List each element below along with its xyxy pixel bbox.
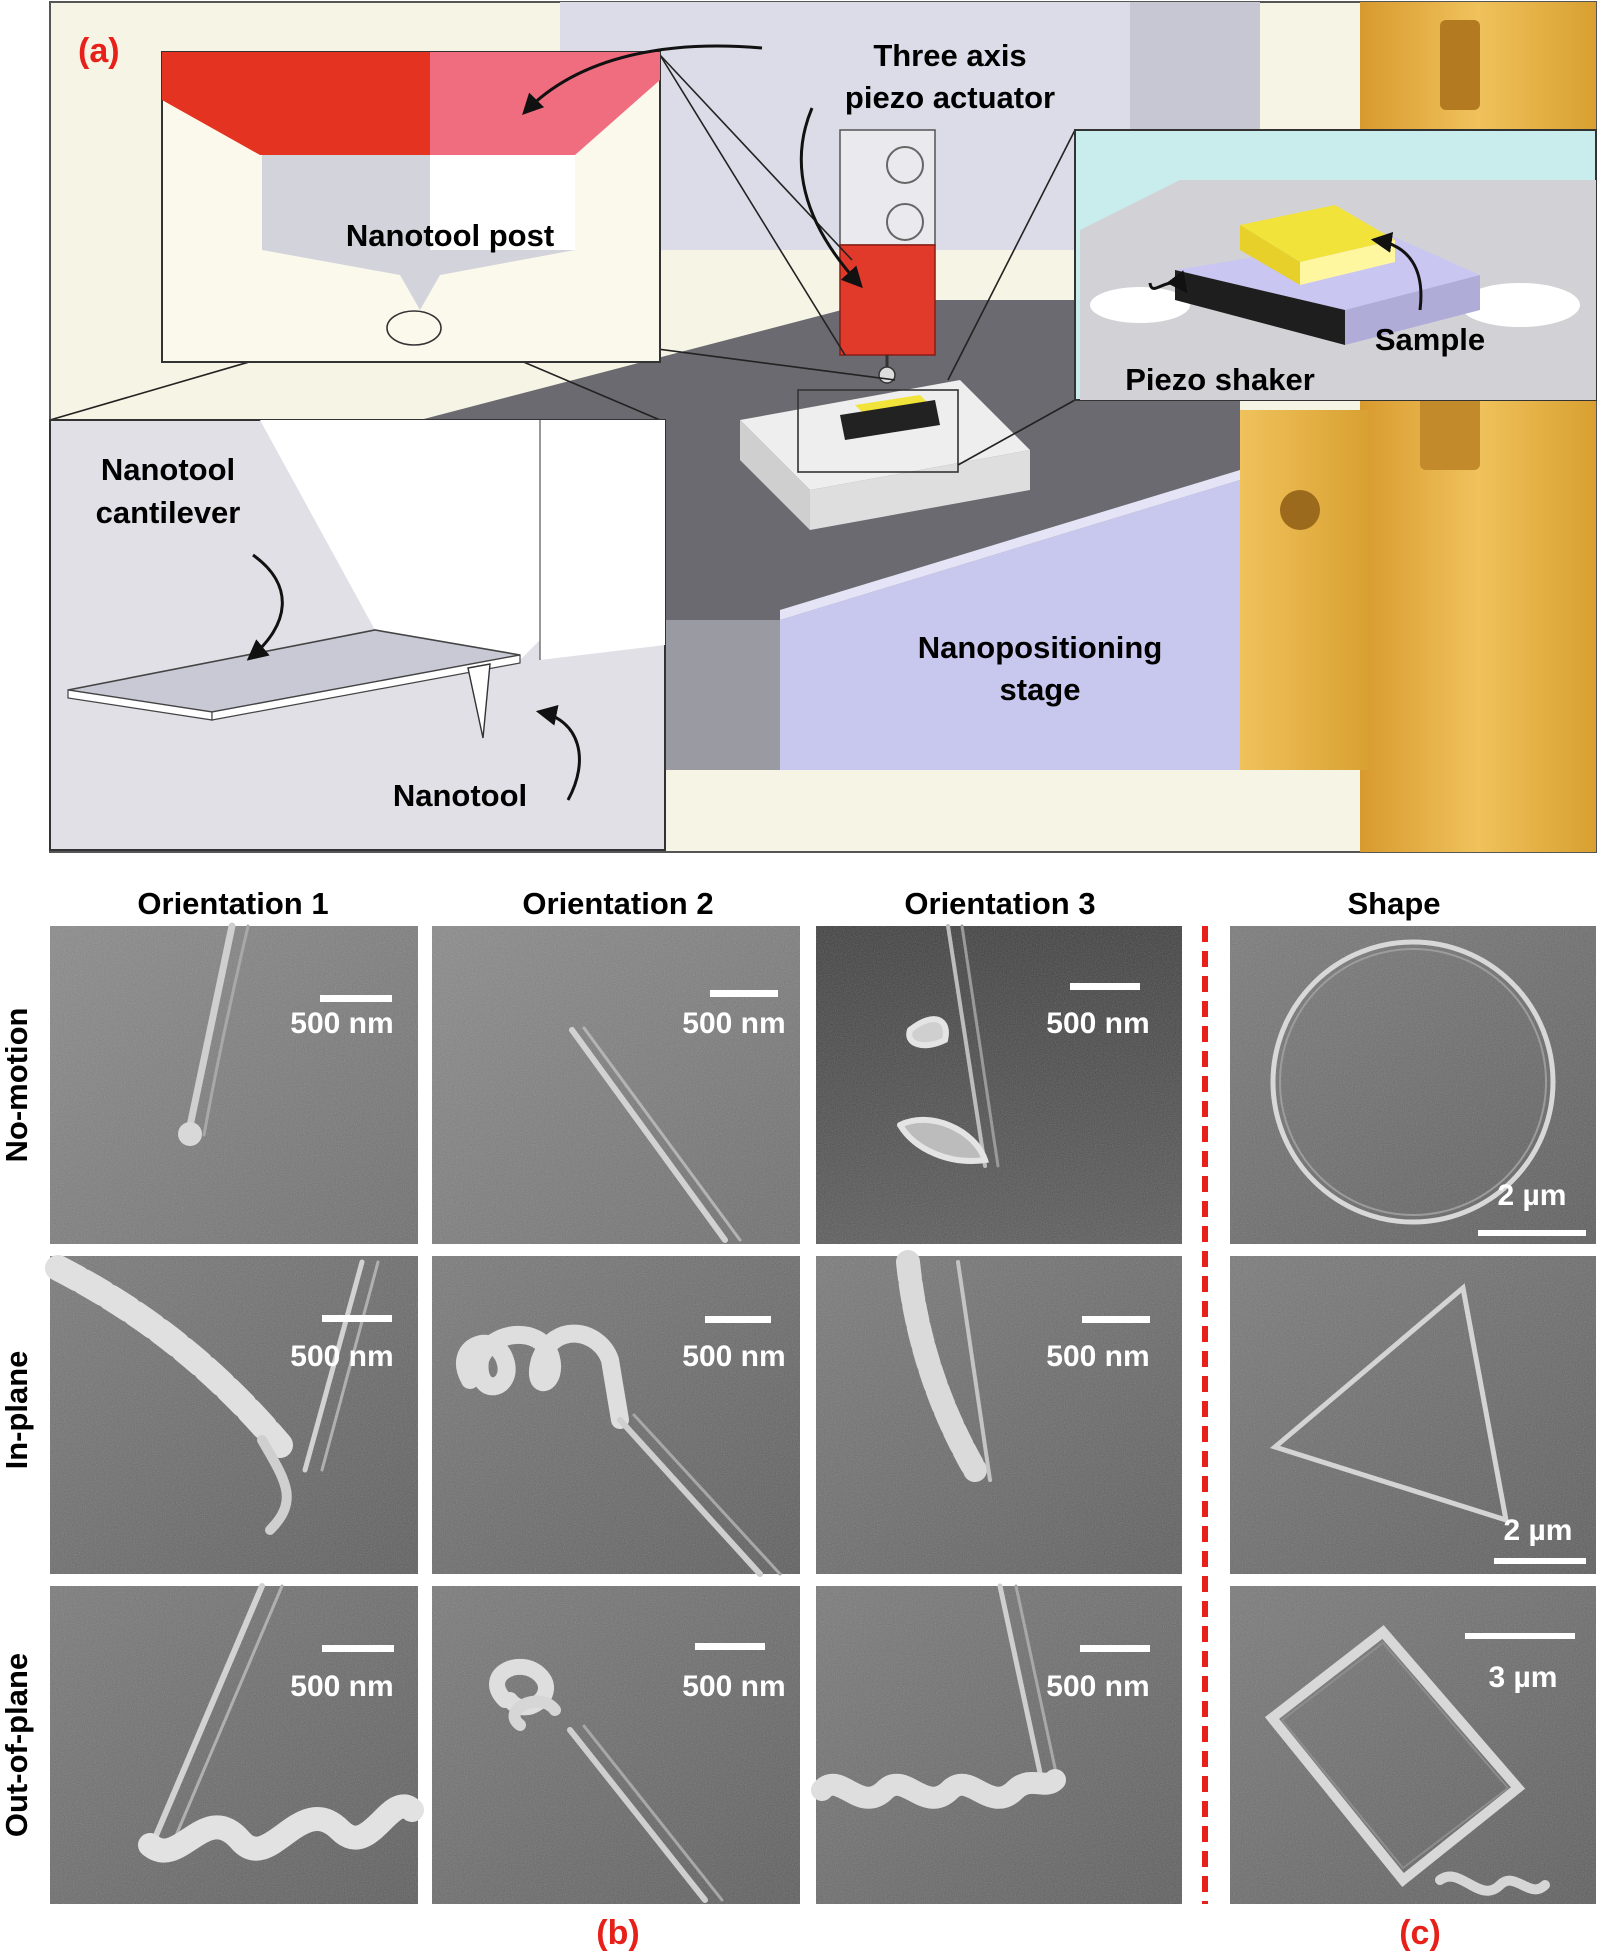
label-stage-line1: Nanopositioning [918, 630, 1163, 665]
panel-c-label: (c) [1399, 1914, 1441, 1952]
label-actuator-line2: piezo actuator [845, 80, 1055, 115]
panel-a-label: (a) [78, 32, 120, 70]
scale-r2-c2: 500 nm [682, 1340, 785, 1373]
label-sample: Sample [1375, 322, 1485, 357]
col-header-shape: Shape [1347, 886, 1440, 921]
scale-r2-c1: 500 nm [290, 1340, 393, 1373]
col-header-orientation-3: Orientation 3 [904, 886, 1095, 921]
col-header-orientation-2: Orientation 2 [522, 886, 713, 921]
label-piezo-shaker: Piezo shaker [1125, 362, 1315, 397]
post-red-face [162, 52, 430, 155]
zoom-box [797, 389, 959, 473]
tool-tip [878, 366, 896, 384]
scale-r3-c3: 500 nm [1046, 1670, 1149, 1703]
scale-r3-c2: 500 nm [682, 1670, 785, 1703]
sem-structures [45, 922, 1556, 1903]
col-header-orientation-1: Orientation 1 [137, 886, 328, 921]
small-shaker [840, 400, 940, 440]
panel-a-illustration [49, 1, 1597, 853]
pillar [660, 620, 780, 770]
scale-bars [320, 983, 1586, 1652]
scale-r1-c1: 500 nm [290, 1007, 393, 1040]
callout-arrows [246, 44, 1423, 801]
post-pink-face [430, 52, 660, 155]
back-block [560, 2, 1130, 250]
scale-shape-square: 3 µm [1489, 1661, 1558, 1694]
fixture-slot [1440, 20, 1480, 110]
row-header-out-of-plane: Out-of-plane [0, 1653, 34, 1837]
scale-r2-c3: 500 nm [1046, 1340, 1149, 1373]
post-tip-circle [386, 310, 442, 346]
label-actuator-line1: Three axis [873, 38, 1026, 73]
label-cantilever-line2: cantilever [96, 495, 241, 530]
sem-grid [50, 926, 1596, 1904]
label-stage-line2: stage [1000, 672, 1081, 707]
panel-b-label: (b) [596, 1914, 639, 1952]
scale-r1-c2: 500 nm [682, 1007, 785, 1040]
label-nanotool: Nanotool [393, 778, 527, 813]
scale-shape-circle: 2 µm [1498, 1179, 1567, 1212]
label-cantilever-line1: Nanotool [101, 452, 235, 487]
actuator-red [839, 244, 936, 356]
label-nanotool-post: Nanotool post [346, 218, 554, 253]
scale-r1-c3: 500 nm [1046, 1007, 1149, 1040]
piezo-shaker [1175, 270, 1345, 345]
nanotool-tip [467, 663, 491, 739]
scale-shape-triangle: 2 µm [1504, 1514, 1573, 1547]
scale-labels: 500 nm 500 nm 500 nm 500 nm 500 nm 500 n… [290, 1007, 1572, 1703]
nanopositioning-stage [780, 480, 1240, 770]
fixture-hole [1280, 490, 1320, 530]
row-header-in-plane: In-plane [0, 1351, 34, 1470]
row-header-no-motion: No-motion [0, 1008, 34, 1163]
sample-yellow-top [1240, 205, 1395, 262]
scale-r3-c1: 500 nm [290, 1670, 393, 1703]
